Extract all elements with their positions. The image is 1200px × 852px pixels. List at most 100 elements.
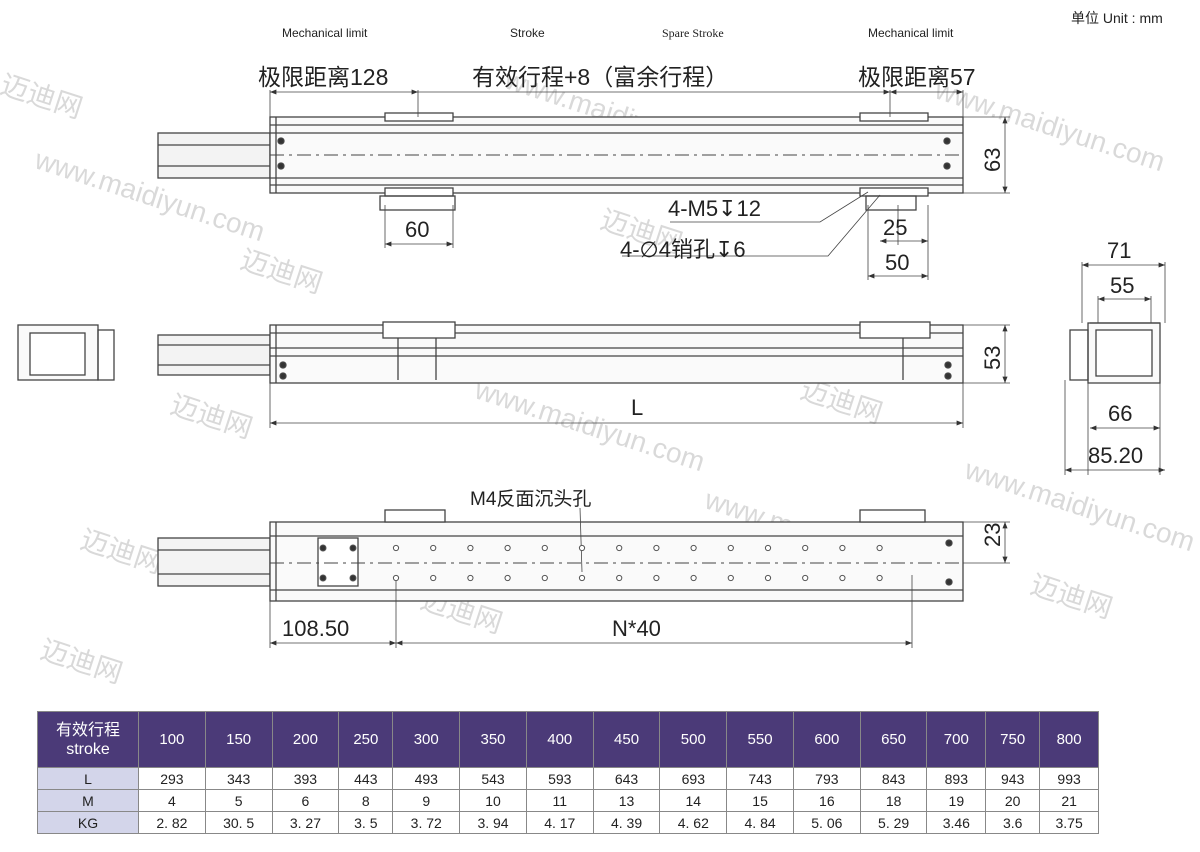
table-cell: 643 — [592, 767, 661, 790]
header-cn: 有效行程 — [55, 721, 120, 739]
stroke-col: 800 — [1039, 711, 1099, 768]
stroke-col: 350 — [459, 711, 527, 768]
m4-countersink-label: M4反面沉头孔 — [470, 489, 592, 510]
mounting-hole — [392, 544, 400, 552]
table-cell: 14 — [659, 789, 728, 812]
dim-66: 66 — [1108, 401, 1133, 426]
mounting-hole — [578, 544, 586, 552]
table-cell: 8 — [338, 789, 394, 812]
end-cap-screw — [319, 544, 327, 552]
table-cell: 443 — [338, 767, 394, 790]
table-cell: 5. 29 — [859, 811, 928, 834]
stroke-col: 100 — [138, 711, 206, 768]
mounting-hole — [616, 544, 623, 552]
table-cell: 3. 5 — [338, 811, 394, 834]
stroke-col: 700 — [926, 711, 987, 768]
mounting-hole — [690, 544, 697, 552]
table-cell: 743 — [726, 767, 794, 790]
stroke-col: 150 — [204, 711, 273, 768]
table-cell: 9 — [392, 789, 461, 812]
mounting-hole — [392, 574, 400, 582]
stroke-label: Stroke — [510, 26, 545, 40]
dim-50: 50 — [885, 250, 910, 275]
dim-L: L — [631, 395, 644, 420]
mounting-hole — [690, 574, 697, 582]
stroke-cn: 有效行程+8（富余行程） — [472, 64, 729, 90]
dim-55: 55 — [1110, 273, 1135, 298]
dim-108-50: 108.50 — [282, 616, 350, 641]
table-cell: 343 — [204, 767, 273, 790]
stroke-col: 250 — [338, 711, 394, 768]
dim-pin-hole: 4-∅4销孔↧6 — [620, 237, 746, 262]
row-label: L — [37, 767, 139, 790]
table-cell: 10 — [459, 789, 527, 812]
table-cell: 21 — [1039, 789, 1099, 812]
mech-limit-left-label: Mechanical limit — [282, 26, 368, 40]
table-cell: 793 — [792, 767, 861, 790]
table-cell: 13 — [592, 789, 661, 812]
table-cell: 293 — [138, 767, 206, 790]
limit-right-cn: 极限距离57 — [858, 64, 976, 90]
row-label: KG — [37, 811, 139, 834]
dim-25: 25 — [883, 215, 908, 240]
table-cell: 20 — [985, 789, 1041, 812]
row-label: M — [37, 789, 139, 812]
mounting-hole — [764, 544, 772, 552]
table-cell: 3. 94 — [459, 811, 527, 834]
table-cell: 4. 62 — [659, 811, 728, 834]
mounting-hole — [430, 574, 437, 582]
table-cell: 11 — [525, 789, 594, 812]
mounting-hole — [504, 574, 511, 582]
mounting-hole — [764, 574, 772, 582]
mounting-hole — [802, 574, 809, 582]
table-cell: 543 — [459, 767, 527, 790]
dim-53: 53 — [980, 345, 1005, 370]
mounting-hole — [467, 544, 474, 552]
table-cell: 5 — [204, 789, 273, 812]
dim-63: 63 — [980, 147, 1005, 172]
mounting-hole — [839, 544, 846, 552]
unit-label: 单位 Unit : mm — [1071, 10, 1163, 26]
table-cell: 3.6 — [985, 811, 1041, 834]
end-cap-screw — [349, 544, 357, 552]
mounting-hole — [504, 544, 511, 552]
table-cell: 16 — [792, 789, 861, 812]
table-cell: 843 — [859, 767, 928, 790]
table-cell: 3. 27 — [271, 811, 340, 834]
table-cell: 5. 06 — [792, 811, 861, 834]
table-cell: 15 — [726, 789, 794, 812]
end-view — [1064, 262, 1166, 475]
table-cell: 18 — [859, 789, 928, 812]
mounting-hole — [578, 574, 586, 582]
table-cell: 30. 5 — [204, 811, 273, 834]
mounting-hole — [876, 544, 883, 552]
dim-23: 23 — [980, 522, 1005, 547]
stroke-col: 300 — [392, 711, 461, 768]
end-cap-screw — [319, 574, 327, 582]
table-cell: 2. 82 — [138, 811, 206, 834]
spare-stroke-label: Spare Stroke — [662, 26, 724, 40]
mounting-hole — [541, 574, 548, 582]
stroke-col: 750 — [985, 711, 1041, 768]
top-view — [157, 89, 1010, 280]
mounting-hole — [430, 544, 437, 552]
mounting-hole — [541, 544, 548, 552]
mounting-hole — [727, 544, 734, 552]
table-header-stroke: 有效行程 stroke — [37, 711, 139, 768]
stroke-col: 650 — [859, 711, 928, 768]
table-header-row: 有效行程 stroke 100 150 200 250 300 350 400 … — [37, 711, 1099, 768]
table-cell: 3. 72 — [392, 811, 461, 834]
mech-limit-right-label: Mechanical limit — [868, 26, 954, 40]
stroke-col: 450 — [592, 711, 661, 768]
mounting-hole — [616, 574, 623, 582]
end-cap-screw — [349, 574, 357, 582]
bottom-view — [157, 507, 1010, 648]
dim-71: 71 — [1107, 238, 1132, 263]
table-cell: 993 — [1039, 767, 1099, 790]
table-cell: 6 — [271, 789, 340, 812]
table-cell: 4. 39 — [592, 811, 661, 834]
table-cell: 3.46 — [926, 811, 987, 834]
dim-85-20: 85.20 — [1088, 443, 1144, 468]
table-cell: 3.75 — [1039, 811, 1099, 834]
